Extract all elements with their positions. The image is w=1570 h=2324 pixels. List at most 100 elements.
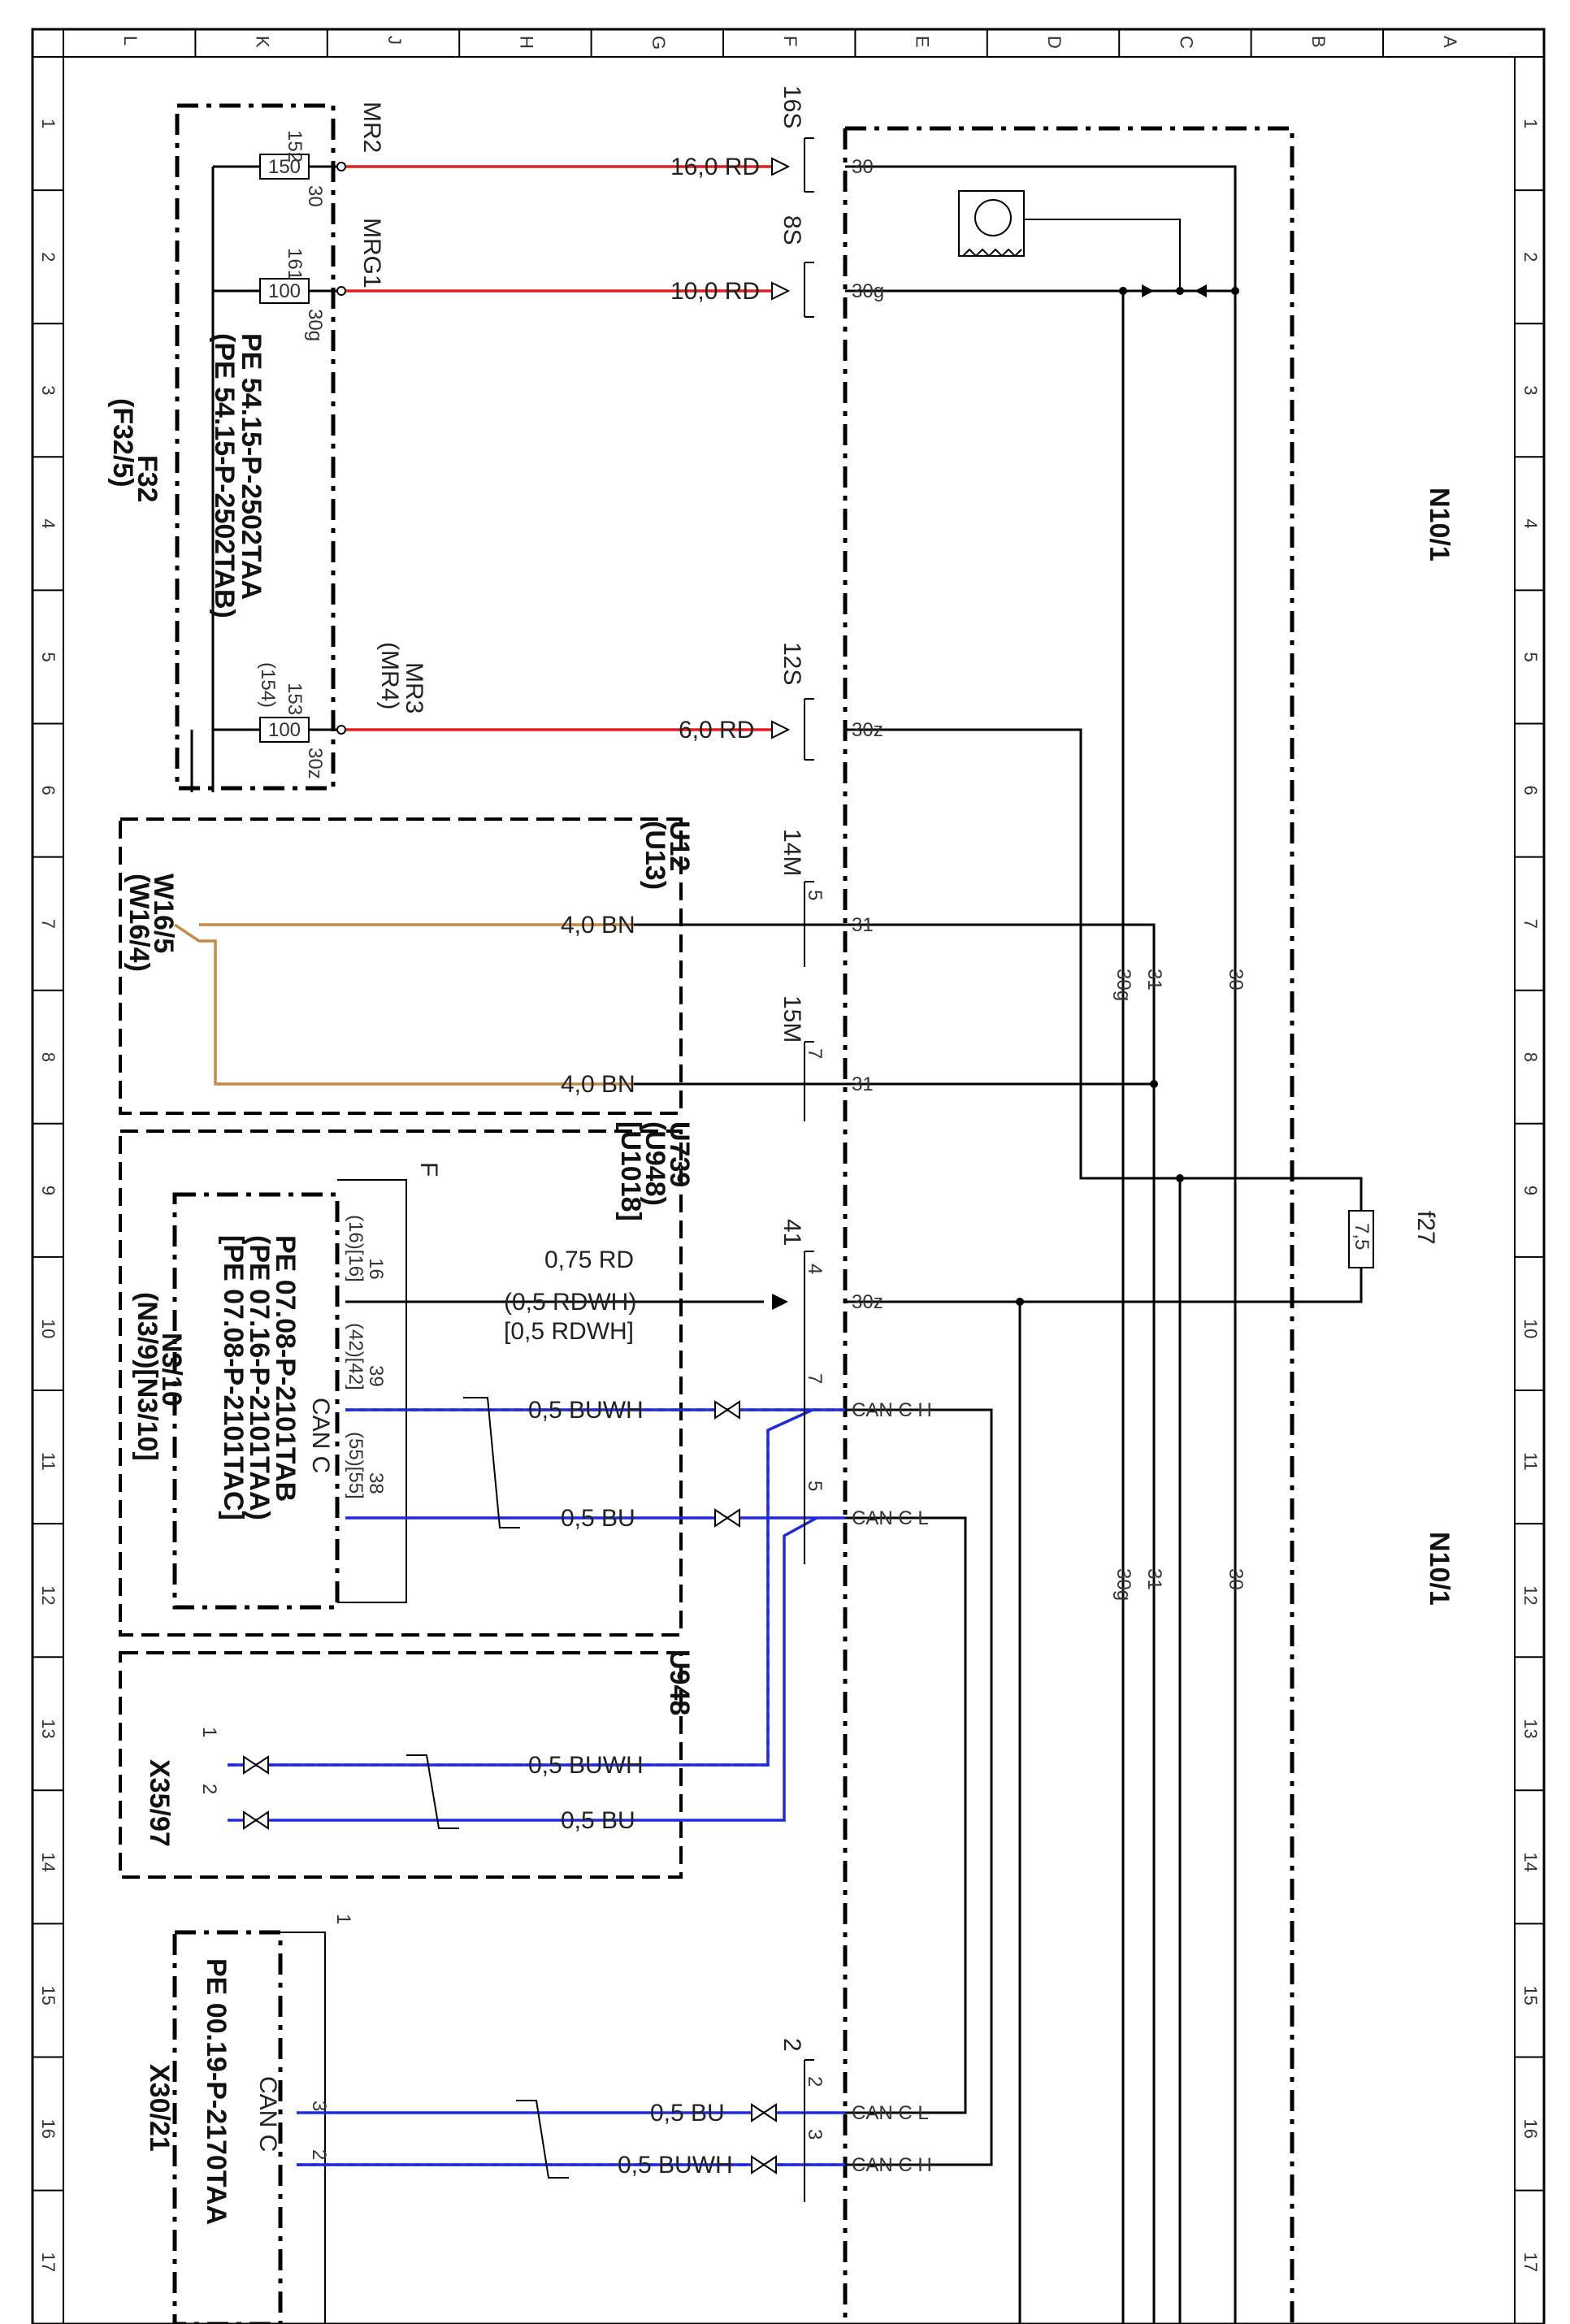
grid-row-label: 12 (38, 1585, 59, 1605)
fuse-mrg1-terminal (336, 286, 346, 296)
connector-41-pin4: 4 (804, 1264, 826, 1274)
grid-row-label: 11 (38, 1452, 59, 1471)
main-unit-border (843, 126, 1295, 2324)
grid-row-label: 6 (1520, 786, 1541, 796)
bus-verticals (1018, 1178, 1182, 2324)
terminal-31-a: 31 (852, 914, 874, 936)
terminal-can-c-l: CAN C L (852, 1507, 929, 1529)
ground-box-name: W16/5 (148, 874, 179, 953)
fuse-mrg1: 100 (259, 278, 310, 304)
module-pin-38: 38 (365, 1472, 387, 1494)
connector-41-pin7: 7 (804, 1373, 826, 1384)
grid-row-label: 1 (38, 119, 59, 128)
lower-pin-3: 3 (308, 2101, 330, 2111)
wire-buwh-x30-label: 0,5 BUWH (618, 2152, 733, 2179)
junction-30z (1176, 1174, 1184, 1182)
fuse-box-pe2: (PE 54.15-P-2502TAB) (209, 333, 240, 618)
module-pin-39: 39 (365, 1365, 387, 1387)
grid-column-label: K (253, 36, 273, 48)
fuse-mr3: 100 (259, 717, 310, 743)
connector-2-pin2: 2 (804, 2076, 826, 2087)
connector-box-name: X35/97 (144, 1759, 175, 1847)
fuse-mr3-pin-in: 153 (284, 683, 306, 715)
connector-16s: 16S (778, 85, 805, 128)
bus-label-31-b: 31 (1143, 1568, 1165, 1590)
module-pin-16-alt: (16)[16] (345, 1215, 366, 1282)
terminal-30z: 30z (852, 719, 883, 741)
connector-box-code: U948 (664, 1650, 695, 1715)
connector-15m-pin: 7 (804, 1048, 826, 1059)
wire-bn1-label: 4,0 BN (561, 912, 635, 939)
grid-row-label: 8 (1520, 1052, 1541, 1062)
grid-row-label: 3 (38, 385, 59, 395)
bus-30 (845, 165, 1237, 2324)
module-twist-mark (463, 1397, 520, 1528)
grid-row-label: 8 (38, 1052, 59, 1062)
fuse-box-name: F32 (132, 455, 163, 503)
connector-8s: 8S (778, 215, 805, 245)
ground-box-name-alt: (W16/4) (124, 874, 154, 972)
grid-row-label: 6 (38, 786, 59, 796)
terminal-30g: 30g (852, 280, 884, 302)
grid-row-label: 12 (1520, 1585, 1541, 1605)
module-f-bracket (337, 1179, 407, 1603)
connector-14m-pin: 5 (804, 890, 826, 900)
bus-label-30-b: 30 (1225, 1568, 1247, 1590)
fuse-mr3-pin-out: 30z (304, 748, 326, 779)
connector-41: 41 (778, 1219, 805, 1246)
grid-column-label: E (913, 36, 933, 48)
x35-twist-mark (406, 1754, 459, 1829)
wire-bn2-label: 4,0 BN (561, 1071, 635, 1098)
main-unit-name-2: N10/1 (1424, 1532, 1455, 1606)
module-pin-16: 16 (365, 1258, 387, 1280)
terminal-30: 30 (852, 156, 874, 178)
wire-buwh-x35-stripe (228, 1430, 770, 1767)
lower-pin-2: 2 (308, 2149, 330, 2160)
grid-column-label: A (1440, 36, 1460, 48)
grid-row-label: 17 (1520, 2252, 1541, 2272)
grid-row-label: 13 (38, 1719, 59, 1738)
diode-pair (1119, 284, 1239, 297)
grid-row-label: 5 (38, 652, 59, 661)
fuse-f27-value: 7,5 (1351, 1223, 1373, 1250)
grid-row-label: 7 (38, 919, 59, 929)
fuse-mrg1-label: MRG1 (358, 218, 385, 288)
connector-12s: 12S (778, 642, 805, 685)
grid-column-label: J (384, 36, 405, 45)
module-box-alt2: [U1018] (615, 1121, 646, 1221)
bus-label-30g: 30g (1112, 969, 1134, 1001)
x35-pin-1: 1 (198, 1727, 220, 1737)
connector-41-pin5: 5 (804, 1481, 826, 1491)
fuse-mr3-label: MR3 (401, 662, 427, 713)
fuse-mr2-pin-in: 152 (284, 130, 306, 163)
main-unit-name: N10/1 (1424, 488, 1455, 561)
grid-row-label: 10 (1520, 1319, 1541, 1338)
grid-row-label: 5 (1520, 652, 1541, 661)
connector-15m: 15M (778, 995, 805, 1043)
junction-31 (1150, 1080, 1158, 1088)
terminal-can-c-h: CAN C H (852, 1399, 932, 1421)
grid-row-label: 4 (1520, 518, 1541, 528)
connector-box-border (119, 1651, 683, 1879)
fuse-mr3-pin-alt: (154) (257, 662, 279, 708)
terminal-30z-b: 30z (852, 1291, 883, 1313)
grid-row-label: 11 (1520, 1452, 1541, 1471)
fuse-f27-name: f27 (1412, 1211, 1439, 1245)
module-box-code: U739 (664, 1121, 695, 1187)
drawing-frame (31, 28, 1546, 2324)
module-box-can: CAN C (307, 1398, 334, 1473)
fuse-mr2-terminal (336, 162, 346, 171)
grid-row-label: 2 (1520, 252, 1541, 262)
grid-row-label: 9 (1520, 1186, 1541, 1195)
wire-bu-x30-label: 0,5 BU (650, 2100, 725, 2127)
module-box-name: N3/10 (156, 1333, 187, 1407)
connector-symbols (243, 137, 814, 2202)
grid-row-label: 16 (1520, 2119, 1541, 2139)
fuse-mr2-label: MR2 (358, 102, 385, 153)
fuse-box-alt: (F32/5) (107, 398, 138, 488)
fuse-mrg1-pin-in: 161 (284, 248, 306, 280)
grid-row-label: 1 (1520, 119, 1541, 128)
fuse-f27 (1296, 1177, 1374, 1303)
fuse-mr3-value: 100 (268, 719, 301, 741)
